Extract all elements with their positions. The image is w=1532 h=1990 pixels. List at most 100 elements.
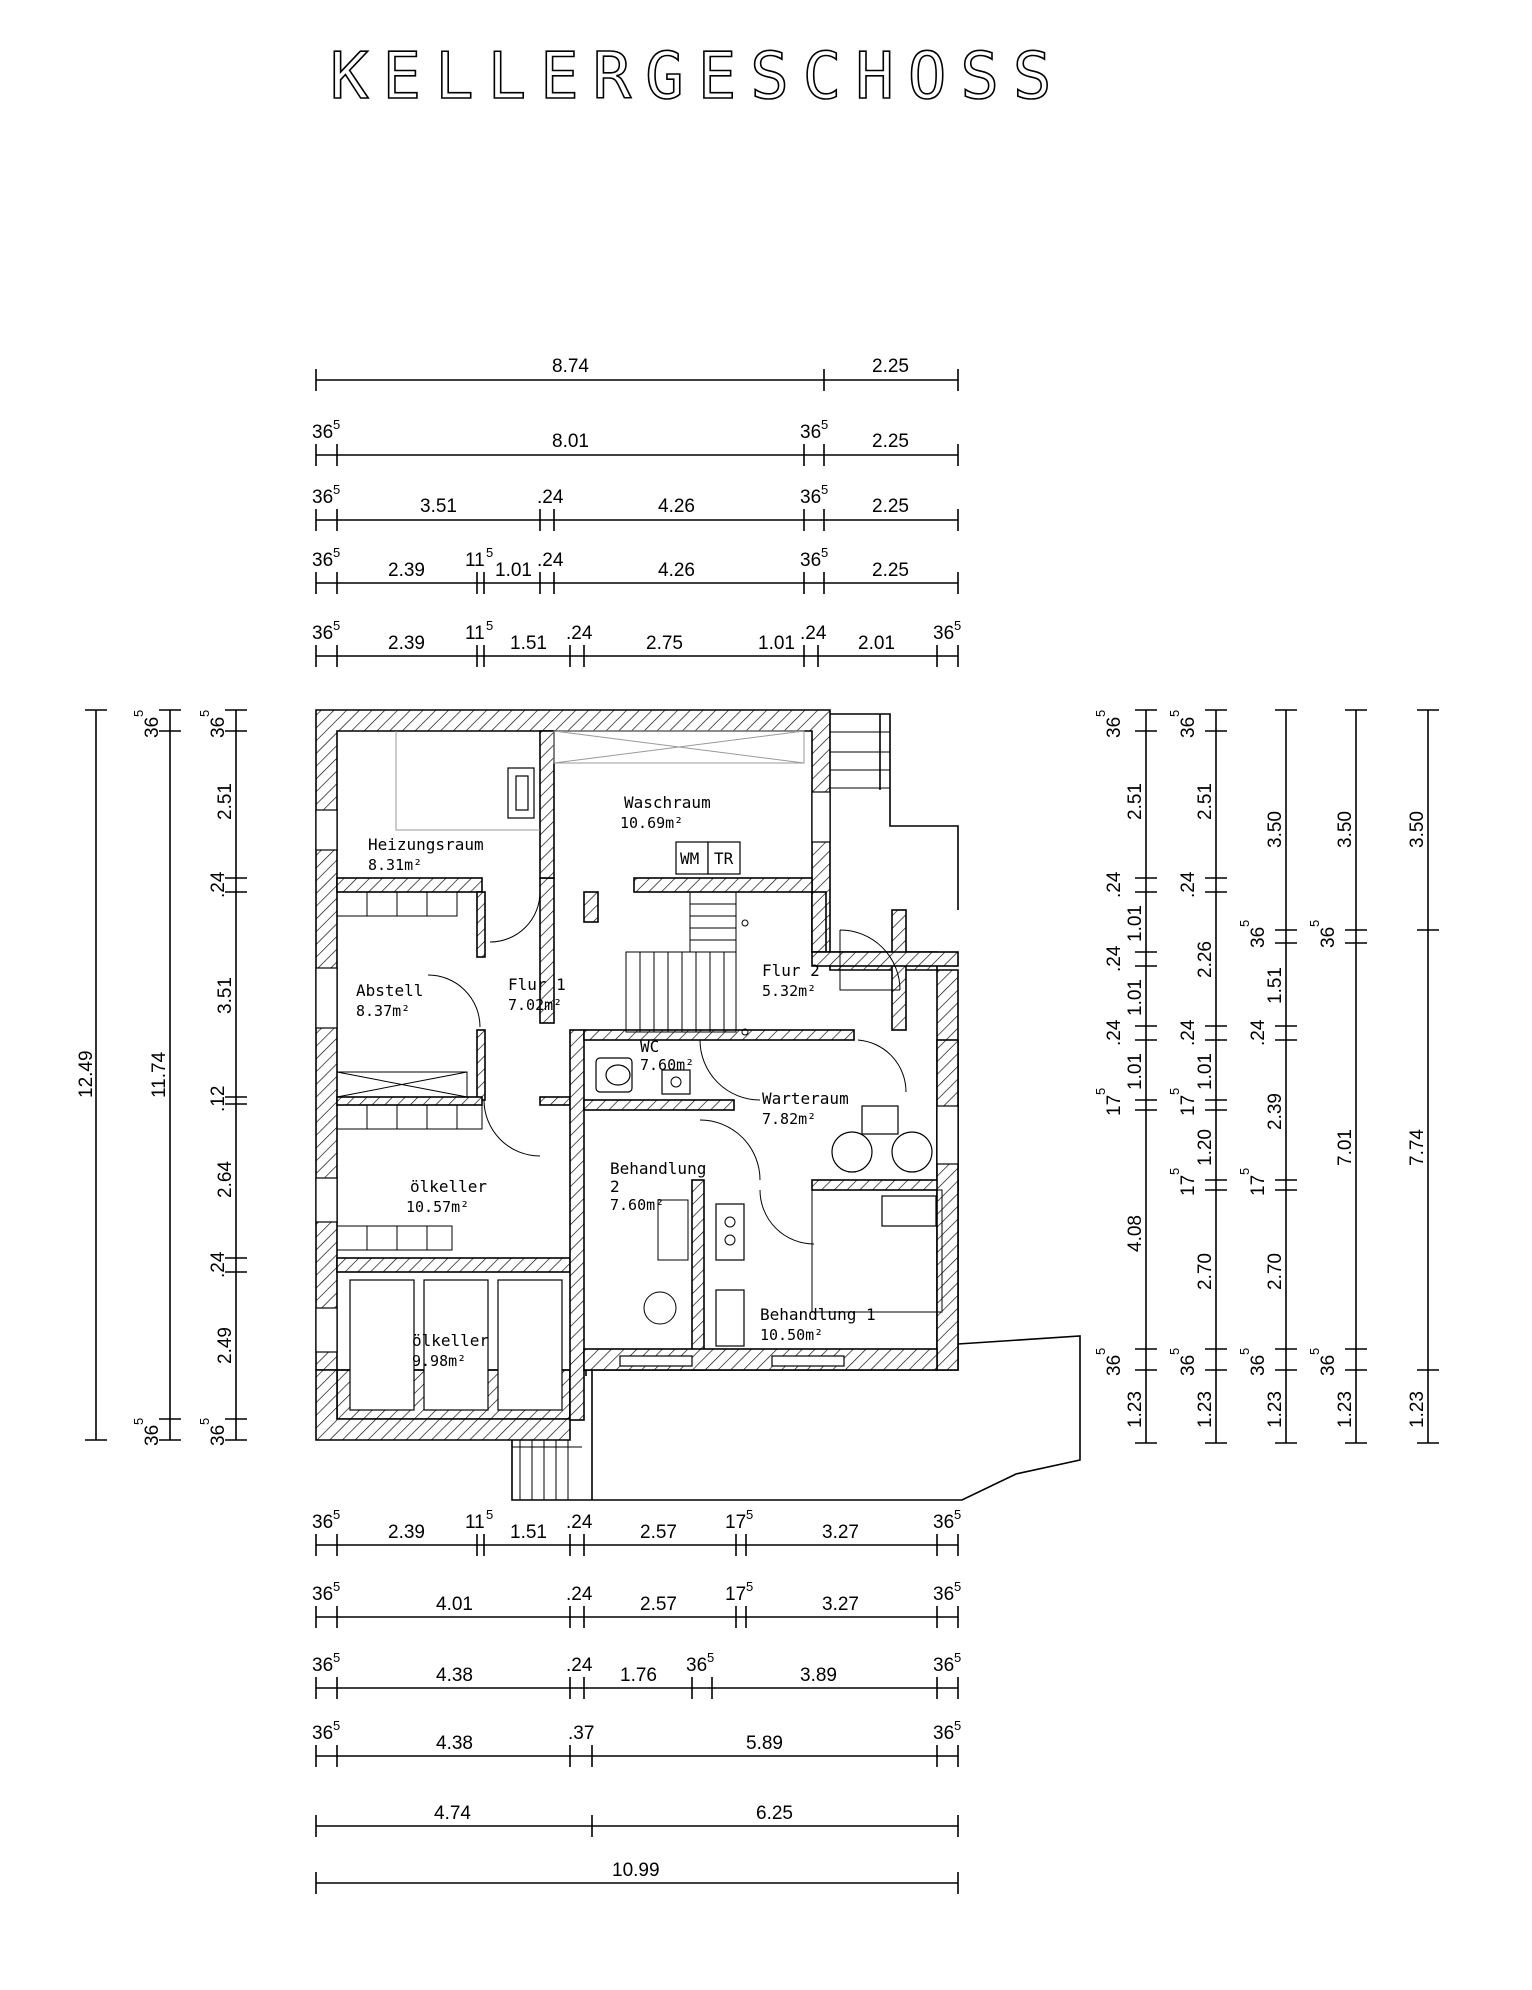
dim-label: 1.01 [1125,979,1146,1016]
room-area-flur-1: 7.02m² [508,996,562,1014]
dim-label: 36 [208,1425,229,1446]
dim-superscript: 5 [821,417,828,432]
dim-label: 2.39 [388,560,425,581]
dim-label: 1.76 [620,1665,657,1686]
dim-superscript: 5 [1093,1088,1108,1095]
dim-label: .24 [1104,1019,1125,1046]
dim-label: 3.89 [800,1665,837,1686]
dim-superscript: 5 [1167,1088,1182,1095]
dim-label: .24 [1104,945,1125,972]
dim-label: 3.50 [1335,811,1356,848]
dim-label: 11.74 [149,1051,170,1098]
dim-label: 36 [142,1425,163,1446]
room-number-behandlung-2: 2 [610,1177,620,1196]
dim-label: .24 [208,1251,229,1278]
dim-superscript: 5 [333,1507,340,1522]
kitchen-sink [715,1289,745,1347]
dim-label: 1.20 [1195,1129,1216,1166]
dryer [707,841,741,875]
dim-superscript: 5 [333,482,340,497]
dim-superscript: 5 [333,545,340,560]
dim-label: .24 [1178,871,1199,898]
dim-label: 36 [312,550,333,571]
dim-superscript: 5 [197,1418,212,1425]
room-area-heizungsraum: 8.31m² [368,856,422,874]
room-area-oelkeller-1: 10.57m² [406,1198,469,1216]
dim-label: 2.39 [388,633,425,654]
dim-label: 36 [312,1512,333,1533]
dim-label: 2.49 [215,1327,236,1364]
dim-label: 17 [1178,1175,1199,1196]
dimensions-top: 8.74 2.25 36 5 8.01 36 5 2.25 36 5 3.51 … [312,356,961,667]
dim-label: 36 [1178,1355,1199,1376]
dim-label: 36 [800,487,821,508]
dim-label: .24 [1178,1019,1199,1046]
dim-label: 2.39 [388,1522,425,1543]
room-area-warteraum: 7.82m² [762,1110,816,1128]
dim-label: 36 [312,1655,333,1676]
dim-label: 1.01 [1125,905,1146,942]
dim-label: 3.27 [822,1594,859,1615]
treatment-bed [881,1195,937,1227]
dim-label: 2.39 [1265,1093,1286,1130]
room-area-behandlung-2: 7.60m² [610,1196,664,1214]
dim-label: 11 [465,550,485,571]
dim-label: 4.01 [436,1594,473,1615]
dim-label: 2.51 [1195,783,1216,820]
dim-label: 36 [312,1723,333,1744]
dim-label: 2.57 [640,1522,677,1543]
dimensions-left: 12.49 36 5 11.74 36 5 36 5 2.51 .24 3.51… [76,709,247,1446]
dim-label: .24 [566,1584,593,1605]
plan-title: KELLERGESCHOSS [330,40,1065,114]
dim-label: 4.38 [436,1733,473,1754]
dim-label: 1.01 [1125,1053,1146,1090]
dim-label: 1.51 [510,633,547,654]
dim-label: 36 [142,717,163,738]
oil-tank [423,1279,489,1411]
room-name-flur-2: Flur 2 [762,961,820,980]
dim-label: 1.23 [1125,1391,1146,1428]
outside-stairs [830,713,959,910]
armchair [891,1131,933,1173]
room-area-oelkeller-2: 9.98m² [412,1352,466,1370]
dim-label: 36 [1104,717,1125,738]
dim-label: 11 [465,1512,485,1533]
dim-label: 7.01 [1335,1129,1356,1166]
dim-label: 36 [1178,717,1199,738]
dim-label: 17 [1178,1095,1199,1116]
dim-superscript: 5 [954,1718,961,1733]
dim-superscript: 5 [1307,1348,1322,1355]
dim-superscript: 5 [707,1650,714,1665]
dim-label: 1.01 [1195,1053,1216,1090]
dim-label: 3.51 [420,496,457,517]
dim-label: 1.01 [495,560,532,581]
dim-label: .24 [566,1655,593,1676]
dim-label: 2.01 [858,633,895,654]
dim-label: .37 [568,1723,594,1744]
dim-label: 4.38 [436,1665,473,1686]
dim-label: .24 [537,487,564,508]
dim-superscript: 5 [486,618,493,633]
washing-machine [675,841,709,875]
dim-superscript: 5 [131,1418,146,1425]
room-labels: Heizungsraum 8.31m² Waschraum 10.69m² Ab… [356,793,876,1370]
dim-label: 2.51 [1125,783,1146,820]
dim-label: 8.01 [552,431,589,452]
dim-label: 36 [312,623,333,644]
dim-label: 36 [1318,1355,1339,1376]
dim-label: 3.50 [1407,811,1428,848]
room-name-abstell: Abstell [356,981,423,1000]
dim-label: 5.89 [746,1733,783,1754]
dim-superscript: 5 [954,1507,961,1522]
dim-label: 1.01 [758,633,795,654]
sink [661,1069,691,1095]
dim-label: 10.99 [612,1860,660,1881]
dim-label: 2.51 [215,783,236,820]
dim-label: 2.70 [1195,1253,1216,1290]
dim-label: 36 [933,1723,954,1744]
dim-label: .24 [208,871,229,898]
side-table [861,1105,899,1135]
interior-details: WM TR [315,713,1081,1501]
dim-label: 3.51 [215,977,236,1014]
